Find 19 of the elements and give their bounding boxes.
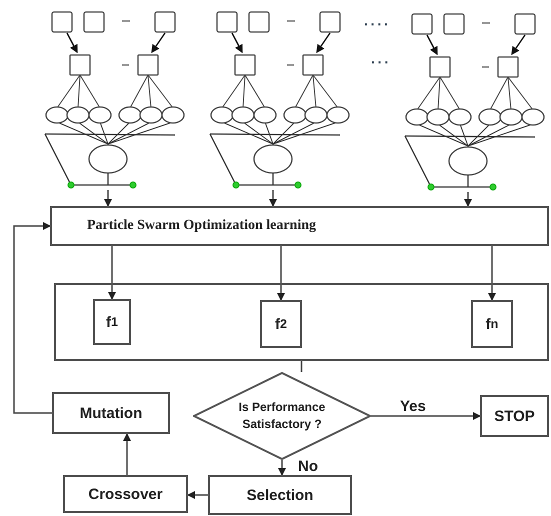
arrow	[104, 190, 112, 207]
arrow	[123, 433, 131, 475]
decision-text: Is Performance Satisfactory ?	[238, 399, 326, 433]
arrow	[13, 222, 52, 414]
process-box: Crossover	[63, 475, 188, 513]
group-box	[54, 283, 549, 361]
connector-line	[300, 361, 302, 372]
arrow	[371, 412, 481, 420]
arrow	[187, 491, 208, 499]
arrow	[269, 190, 277, 207]
arrow	[277, 246, 285, 301]
process-box: Mutation	[52, 392, 170, 434]
arrow	[464, 192, 472, 207]
arrow	[488, 246, 496, 301]
process-box: STOP	[480, 395, 549, 437]
arrow	[278, 460, 286, 476]
arrow	[108, 246, 116, 300]
process-bar: Particle Swarm Optimization learning	[50, 206, 549, 246]
process-box: Selection	[208, 475, 352, 515]
